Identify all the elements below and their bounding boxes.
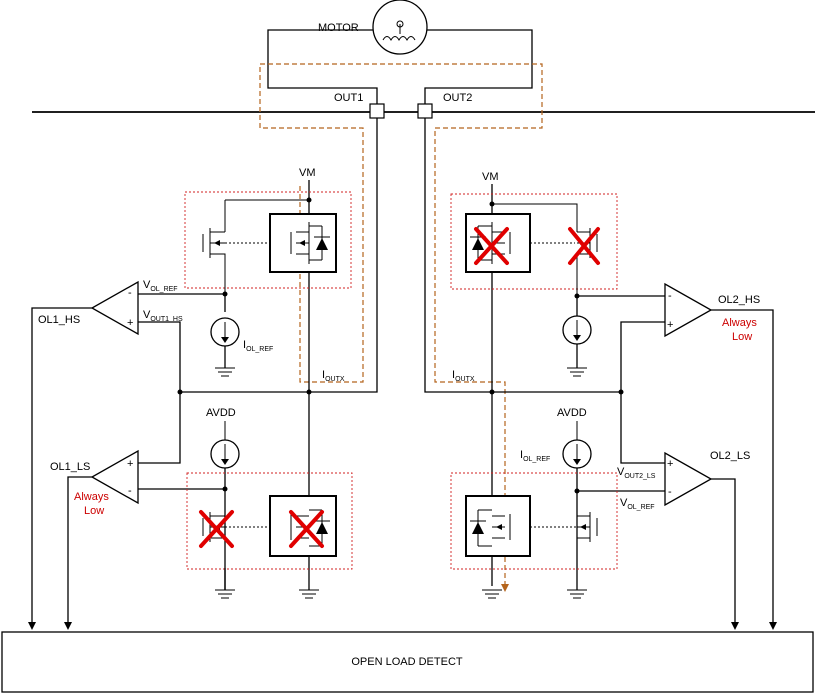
disabled-x-mark <box>474 227 509 265</box>
ol1-ls-minus-pin: - <box>128 485 132 497</box>
hs-block-left-outline <box>184 191 352 289</box>
vm-left-node <box>306 197 312 203</box>
ol1-hs-name: OL1_HS <box>38 314 80 326</box>
out1-node-line <box>180 118 378 393</box>
ground-symbol <box>215 589 235 599</box>
ground-symbol <box>215 367 235 377</box>
ol2-ls-comparator <box>664 451 713 507</box>
ol1-ls-comparator <box>90 449 139 505</box>
ol2-ls-vref-label: VOL_REF <box>620 497 655 511</box>
ol2-hs-name: OL2_HS <box>718 294 760 306</box>
out2-sense-node <box>618 389 624 395</box>
hs-mosfet-left <box>202 199 309 294</box>
ol2-hs-comparator <box>664 282 713 338</box>
iol-ref-source-right-hs <box>562 315 592 345</box>
iol-ref-source-left <box>210 317 240 347</box>
ol2-ls-name: OL2_LS <box>710 450 750 462</box>
disabled-x-mark <box>199 510 234 548</box>
open-load-detect-label: OPEN LOAD DETECT <box>351 656 463 668</box>
ol2-ls-output-wire <box>711 478 739 630</box>
ioutx-right-label: IOUTX <box>452 369 475 383</box>
out2-vm-node <box>489 389 495 395</box>
ls-mosfet-right <box>577 512 598 542</box>
vm-left-label: VM <box>299 167 316 179</box>
ls-block-left-outline <box>186 472 353 570</box>
ls-body-diode-right <box>465 495 531 557</box>
out2-pin <box>417 103 433 119</box>
ground-symbol <box>567 589 587 599</box>
ol2-ls-vout-label: VOUT2_LS <box>617 466 656 480</box>
ol1-hs-minus-pin: - <box>128 287 132 299</box>
ol1-ls-status-line1: Always <box>74 491 109 503</box>
ol2-ls-minus-pin: - <box>668 486 672 498</box>
out1-vm-node <box>306 389 312 395</box>
ol1-ls-output-wire <box>64 476 92 630</box>
avdd-source-left <box>210 421 240 469</box>
ioutx-left-label: IOUTX <box>322 369 345 383</box>
ol1-ls-status-line2: Low <box>84 505 104 517</box>
ol1-hs-vref-label: VOL_REF <box>143 279 178 293</box>
ground-symbol <box>567 367 587 377</box>
out1-sense-node <box>177 389 183 395</box>
ol2-ls-plus-pin: + <box>667 458 673 470</box>
avdd-right-label: AVDD <box>557 407 587 419</box>
out1-pin <box>369 103 385 119</box>
ol2-hs-plus-pin: + <box>667 319 673 331</box>
ground-symbol <box>482 589 502 599</box>
motor <box>372 0 428 55</box>
ol1-hs-output-wire <box>28 307 92 630</box>
ol1-hs-comparator <box>90 280 139 336</box>
ls-block-right-outline <box>450 472 618 570</box>
ol2-hs-output-wire <box>711 309 777 630</box>
ol2-hs-sense-wire <box>620 321 665 464</box>
ol1-hs-sense-wire <box>138 321 181 464</box>
hs-block-right-outline <box>450 193 618 290</box>
motor-lead-out2 <box>424 29 533 104</box>
motor-lead-out1 <box>267 29 378 104</box>
vm-right-node <box>489 201 495 207</box>
disabled-x-mark <box>289 510 324 548</box>
ol1-hs-vout-label: VOUT1_HS <box>143 309 183 323</box>
ol1-hs-ref-node <box>222 291 228 297</box>
ol2-hs-status-line2: Low <box>732 331 752 343</box>
out2-label: OUT2 <box>443 92 472 104</box>
ol2-hs-minus-pin: - <box>668 290 672 302</box>
out1-label: OUT1 <box>334 92 363 104</box>
disabled-x-mark <box>568 227 600 265</box>
iol-ref-right-label: IOL_REF <box>520 449 550 463</box>
ol1-hs-ref-wire <box>138 293 226 312</box>
out2-node-line <box>424 118 621 393</box>
iol-ref-left-label: IOL_REF <box>243 339 273 353</box>
ol2-hs-status-line1: Always <box>722 317 757 329</box>
open-load-detect-block <box>1 631 814 693</box>
motor-label: MOTOR <box>318 22 359 34</box>
hs-body-diode-left <box>269 213 337 273</box>
ol1-ls-name: OL1_LS <box>50 461 90 473</box>
ground-symbol <box>299 589 319 599</box>
ol1-ls-plus-pin: + <box>127 458 133 470</box>
avdd-source-right <box>562 421 592 469</box>
avdd-left-label: AVDD <box>206 407 236 419</box>
vm-right-label: VM <box>482 171 499 183</box>
load-current-path <box>259 63 543 592</box>
ol1-hs-plus-pin: + <box>127 317 133 329</box>
